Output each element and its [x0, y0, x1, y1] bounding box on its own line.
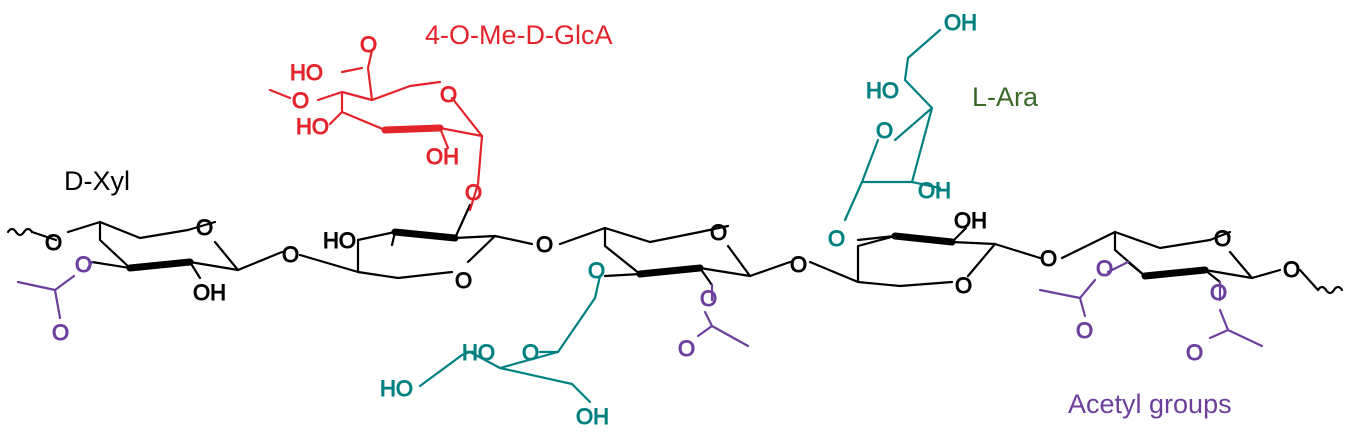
oh-group: OH [954, 208, 987, 233]
o-atom: O [1214, 226, 1231, 251]
o-atom: O [790, 252, 807, 277]
xylan-backbone: O O OH O HO O O O O OH O O O O [6, 203, 1344, 306]
o-atom: O [1210, 280, 1227, 305]
xyl-ring-2 [298, 203, 534, 280]
o-atom: O [1186, 340, 1203, 365]
o-atom: O [955, 273, 972, 298]
o-atom: O [440, 82, 457, 107]
o-atom: O [196, 215, 213, 240]
o-atom: O [536, 232, 553, 257]
glca-unit: O HO O HO OH O O [268, 32, 484, 212]
o-atom: O [522, 340, 539, 365]
o-atom: O [75, 252, 92, 277]
xyl-ring-1 [30, 220, 284, 280]
ho-group: HO [323, 228, 356, 253]
ara-label: L-Ara [972, 82, 1039, 112]
o-atom: O [45, 230, 62, 255]
wavy-end-right [1316, 285, 1344, 295]
o-atom: O [1283, 257, 1300, 282]
oh-group: OH [426, 144, 459, 169]
o-atom: O [876, 118, 893, 143]
o-atom: O [455, 268, 472, 293]
ho-group: HO [866, 78, 899, 103]
oh-group: OH [576, 404, 609, 429]
o-atom: O [52, 320, 69, 345]
ho-group: HO [296, 114, 329, 139]
ho-group: HO [380, 376, 413, 401]
o-atom: O [700, 286, 717, 311]
o-atom: O [1040, 246, 1057, 271]
acetyl-groups: O O O O O O O O [16, 252, 1264, 366]
o-atom: O [678, 336, 695, 361]
ara-unit-bottom: O O HO HO OH [380, 258, 610, 430]
wavy-end-left [6, 227, 34, 237]
oh-group: OH [193, 280, 226, 305]
o-atom: O [1096, 256, 1113, 281]
o-atom: O [292, 88, 309, 113]
o-atom: O [282, 242, 299, 267]
oh-group: OH [944, 10, 977, 35]
acetyl-label: Acetyl groups [1068, 389, 1232, 419]
xyl-ring-5 [1060, 230, 1320, 292]
o-atom: O [465, 180, 482, 205]
o-atom: O [360, 32, 377, 57]
o-atom: O [588, 258, 605, 283]
ho-group: HO [290, 60, 323, 85]
o-atom: O [1076, 318, 1093, 343]
glca-label: 4-O-Me-D-GlcA [425, 20, 613, 50]
xyl-ring-4 [808, 226, 1042, 288]
oh-group: OH [918, 178, 951, 203]
ara-unit-top: OH HO O OH O [828, 10, 978, 252]
o-atom: O [710, 220, 727, 245]
o-atom: O [828, 226, 845, 251]
xyl-ring-3 [558, 224, 792, 287]
ho-group: HO [462, 340, 495, 365]
xyl-label: D-Xyl [64, 166, 130, 196]
